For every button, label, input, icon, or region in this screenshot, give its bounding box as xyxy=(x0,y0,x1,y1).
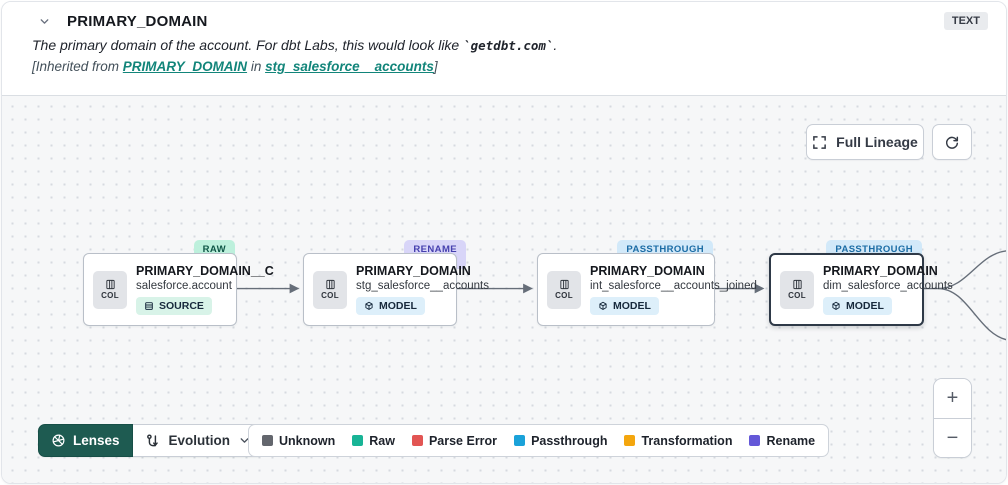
inherited-middle: in xyxy=(247,59,266,74)
legend-swatch xyxy=(411,435,423,446)
legend-label: Raw xyxy=(369,433,395,448)
node-title: PRIMARY_DOMAIN xyxy=(590,263,705,278)
kind-label: MODEL xyxy=(846,299,884,312)
node-card[interactable]: COL PRIMARY_DOMAIN int_salesforce__accou… xyxy=(537,253,757,326)
inherited-from-line: [Inherited from PRIMARY_DOMAIN in stg_sa… xyxy=(32,59,988,74)
lenses-button[interactable]: Lenses xyxy=(38,424,133,457)
inherited-model-link[interactable]: stg_salesforce__accounts xyxy=(265,59,434,74)
lenses-label: Lenses xyxy=(73,433,120,448)
inherited-suffix: ] xyxy=(433,59,438,74)
legend-item-parse-error: Parse Error xyxy=(411,433,498,448)
lineage-node-source: RAW COL PRIMARY_DOMAIN__C salesforce.acc… xyxy=(83,240,274,326)
legend-item-passthrough: Passthrough xyxy=(514,434,607,448)
inherited-column-link[interactable]: PRIMARY_DOMAIN xyxy=(122,59,248,74)
legend-swatch xyxy=(262,435,273,446)
legend-swatch xyxy=(514,435,526,446)
lens-selected-value: Evolution xyxy=(168,433,231,448)
column-title: PRIMARY_DOMAIN xyxy=(67,12,208,30)
kind-label: SOURCE xyxy=(159,299,204,312)
refresh-icon xyxy=(946,136,959,149)
columns-icon xyxy=(325,279,335,290)
columns-icon xyxy=(792,279,802,290)
legend-item-raw: Raw xyxy=(352,434,395,448)
model-cube-icon xyxy=(599,301,607,310)
column-badge: COL xyxy=(780,270,814,309)
node-subtitle: salesforce.account xyxy=(136,279,232,292)
legend-swatch xyxy=(749,435,761,446)
column-description: The primary domain of the account. For d… xyxy=(32,37,988,53)
node-card[interactable]: COL PRIMARY_DOMAIN dim_salesforce_accoun… xyxy=(769,253,953,326)
evolution-route-icon xyxy=(146,433,158,446)
lineage-node-staging: RENAME COL PRIMARY_DOMAIN stg_salesforce… xyxy=(303,240,489,326)
node-card[interactable]: COL PRIMARY_DOMAIN__C salesforce.account… xyxy=(83,253,274,326)
zoom-out-button[interactable]: − xyxy=(934,418,971,457)
refresh-button[interactable] xyxy=(932,124,972,160)
lenses-control: Lenses Evolution xyxy=(38,424,265,457)
legend-swatch xyxy=(624,435,636,446)
legend-item-transformation: Transformation xyxy=(624,434,732,448)
inherited-prefix: [Inherited from xyxy=(32,59,123,74)
legend-item-unknown: Unknown xyxy=(262,434,335,448)
column-badge: COL xyxy=(93,270,127,309)
zoom-in-button[interactable]: + xyxy=(934,379,971,418)
column-type-badge: TEXT xyxy=(943,12,988,30)
lineage-edges xyxy=(236,250,1006,341)
lineage-node-intermediate: PASSTHROUGH COL PRIMARY_DOMAIN int_sales… xyxy=(537,240,757,326)
legend-label: Passthrough xyxy=(531,433,608,448)
col-label: COL xyxy=(321,291,339,300)
database-icon xyxy=(145,301,153,310)
col-label: COL xyxy=(555,291,573,300)
expand-icon xyxy=(813,135,827,149)
columns-icon xyxy=(105,279,115,290)
lens-dropdown[interactable]: Evolution xyxy=(132,424,265,457)
node-subtitle: dim_salesforce_accounts xyxy=(823,279,953,292)
legend-label: Unknown xyxy=(279,433,336,448)
description-code: `getdbt.com` xyxy=(463,38,554,53)
lens-aperture-icon xyxy=(52,434,65,447)
lineage-canvas[interactable]: Full Lineage RAW COL PRIMARY_DOMAIN__C s… xyxy=(2,95,1006,483)
full-lineage-label: Full Lineage xyxy=(836,134,918,150)
node-title: PRIMARY_DOMAIN xyxy=(356,263,471,278)
col-label: COL xyxy=(101,291,119,300)
legend-label: Transformation xyxy=(641,433,733,448)
full-lineage-button[interactable]: Full Lineage xyxy=(806,124,924,160)
column-badge: COL xyxy=(313,270,347,309)
node-title: PRIMARY_DOMAIN xyxy=(823,263,938,278)
chevron-down-icon xyxy=(240,438,249,443)
status-legend: Unknown Raw Parse Error Passthrough Tran… xyxy=(248,424,830,457)
column-badge: COL xyxy=(547,270,581,309)
legend-label: Rename xyxy=(766,433,816,448)
legend-item-rename: Rename xyxy=(749,434,815,448)
column-header: PRIMARY_DOMAIN TEXT The primary domain o… xyxy=(2,2,1006,83)
resource-kind-badge: SOURCE xyxy=(136,296,212,315)
columns-icon xyxy=(559,279,569,290)
legend-label: Parse Error xyxy=(428,433,498,448)
legend-swatch xyxy=(352,435,364,446)
node-subtitle: int_salesforce__accounts_joined xyxy=(590,279,757,292)
model-cube-icon xyxy=(365,301,373,310)
collapse-chevron-icon[interactable] xyxy=(38,15,51,28)
kind-label: MODEL xyxy=(379,299,417,312)
resource-kind-badge: MODEL xyxy=(356,296,425,315)
resource-kind-badge: MODEL xyxy=(823,296,892,315)
description-text: The primary domain of the account. For d… xyxy=(32,37,464,53)
kind-label: MODEL xyxy=(613,299,651,312)
node-card[interactable]: COL PRIMARY_DOMAIN stg_salesforce__accou… xyxy=(303,253,489,326)
model-cube-icon xyxy=(832,301,840,310)
resource-kind-badge: MODEL xyxy=(590,296,659,315)
zoom-controls: + − xyxy=(933,378,972,458)
node-title: PRIMARY_DOMAIN__C xyxy=(136,263,274,278)
col-label: COL xyxy=(788,291,806,300)
lineage-node-dim: PASSTHROUGH COL PRIMARY_DOMAIN dim_sales… xyxy=(769,240,953,326)
description-period: . xyxy=(553,37,558,53)
node-subtitle: stg_salesforce__accounts xyxy=(356,279,489,292)
